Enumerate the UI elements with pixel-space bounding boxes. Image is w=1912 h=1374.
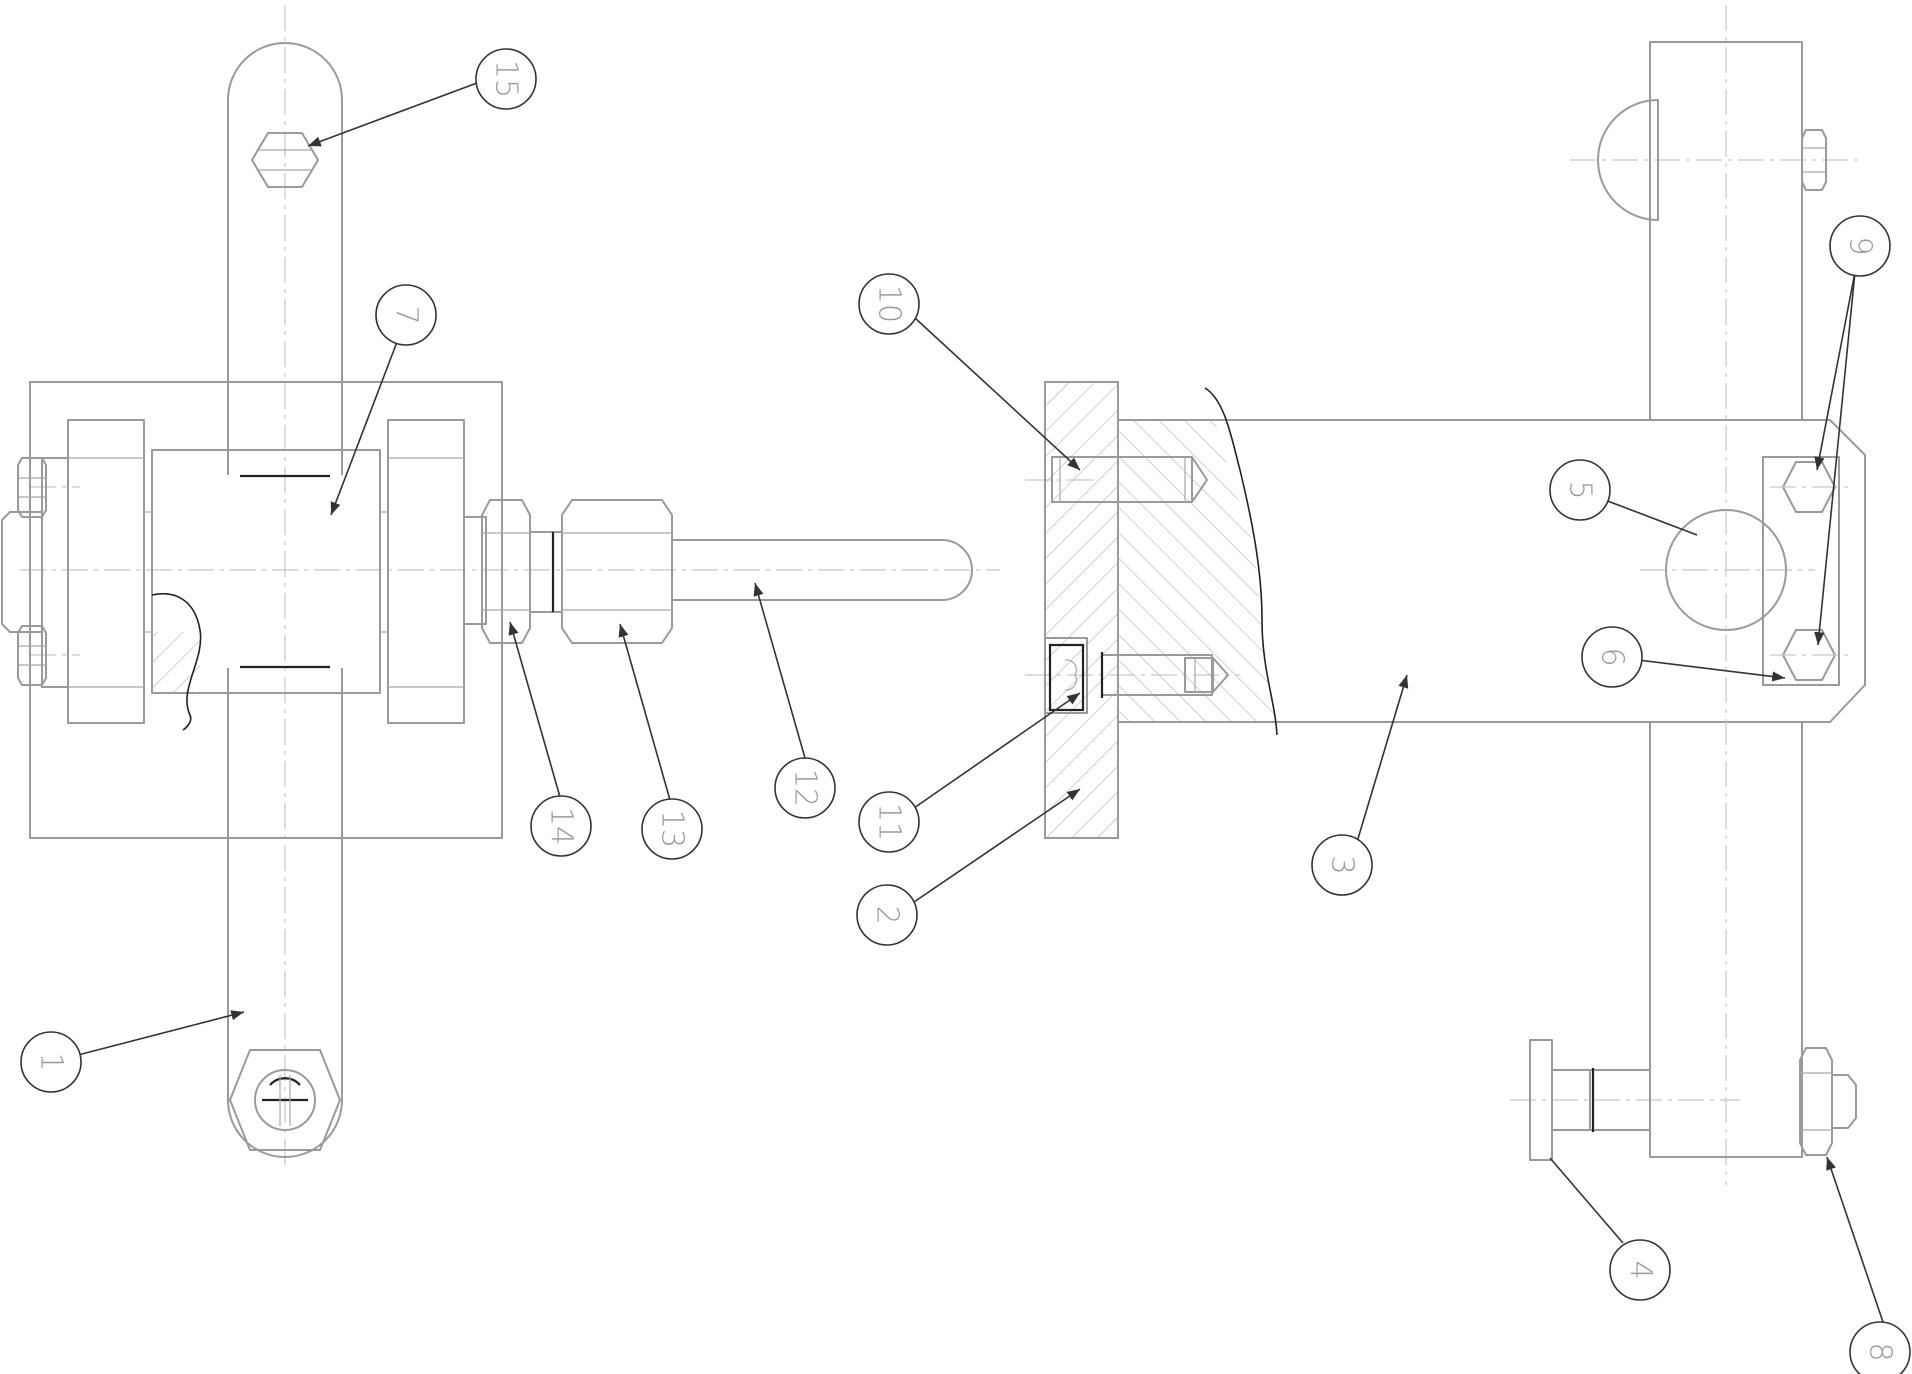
balloon-11: 11 xyxy=(858,791,920,853)
upright-upper xyxy=(1649,41,1803,420)
flange-plate xyxy=(1044,381,1119,839)
balloon-label: 12 xyxy=(788,769,823,807)
balloon-label: 9 xyxy=(1843,236,1878,255)
body-break-line xyxy=(1204,387,1278,736)
bolt-plate xyxy=(1762,456,1840,686)
left-cap xyxy=(41,457,69,688)
washer xyxy=(529,531,563,613)
left-nut-upper xyxy=(17,457,47,518)
leader-10 xyxy=(914,317,1081,471)
balloon-label: 5 xyxy=(1563,480,1598,499)
balloon-7: 7 xyxy=(375,284,437,346)
handle-top-nut xyxy=(251,132,319,188)
dowel-pin xyxy=(1051,456,1193,503)
break-line xyxy=(151,593,202,731)
handle-eye-hex xyxy=(229,1049,341,1151)
left-view xyxy=(1,5,1000,1165)
leader-9a xyxy=(1814,271,1856,471)
leader-4 xyxy=(1549,1157,1624,1244)
shaft-collar xyxy=(463,516,487,625)
leader-14 xyxy=(508,621,561,798)
left-nut-lower xyxy=(17,625,47,686)
balloon-1: 1 xyxy=(20,1031,82,1093)
balloon-4: 4 xyxy=(1609,1239,1671,1301)
half-round-knob xyxy=(1597,99,1659,221)
leader-8 xyxy=(1826,1156,1884,1323)
leader-15 xyxy=(307,82,478,147)
balloon-15: 15 xyxy=(475,48,537,110)
balloon-label: 4 xyxy=(1623,1260,1658,1279)
pin-head xyxy=(1529,1039,1553,1161)
balloon-9: 9 xyxy=(1829,215,1891,277)
body-section xyxy=(1118,420,1275,722)
leader-12 xyxy=(753,582,806,759)
balloon-6: 6 xyxy=(1581,626,1643,688)
balloon-3: 3 xyxy=(1311,834,1373,896)
leader-5 xyxy=(1604,499,1698,536)
balloon-label: 11 xyxy=(872,803,907,841)
balloon-label: 2 xyxy=(870,905,905,924)
leader-3 xyxy=(1356,674,1409,843)
balloon-2: 2 xyxy=(856,884,918,946)
balloon-label: 1 xyxy=(34,1052,69,1071)
right-view xyxy=(1510,5,1860,1185)
leader-9b xyxy=(1814,271,1856,646)
top-right-nut xyxy=(1801,129,1827,191)
handle-lower xyxy=(227,668,343,1158)
left-end-plug xyxy=(1,511,42,633)
handle-eye xyxy=(254,1069,316,1131)
round-boss xyxy=(1665,509,1787,631)
balloon-label: 7 xyxy=(389,305,424,324)
balloons: 1 2 3 4 5 6 7 8 xyxy=(20,48,1911,1374)
screw-rod xyxy=(672,539,973,601)
main-body xyxy=(1118,419,1866,723)
balloon-label: 3 xyxy=(1325,855,1360,874)
leader-6 xyxy=(1637,659,1786,682)
leader-2 xyxy=(913,788,1081,903)
middle-section-view xyxy=(1025,381,1866,839)
balloon-label: 14 xyxy=(544,807,579,845)
leader-13 xyxy=(618,623,671,801)
balloon-8: 8 xyxy=(1849,1321,1911,1374)
balloon-label: 15 xyxy=(489,60,524,98)
bottom-right-nut xyxy=(1799,1047,1833,1156)
balloon-14: 14 xyxy=(530,795,592,857)
left-side-block xyxy=(67,419,145,724)
balloon-label: 13 xyxy=(655,810,690,848)
lock-nut xyxy=(481,499,531,644)
balloon-5: 5 xyxy=(1549,459,1611,521)
balloon-12: 12 xyxy=(774,757,836,819)
screw-head xyxy=(1044,637,1088,714)
balloon-label: 8 xyxy=(1863,1342,1898,1361)
adjusting-nut xyxy=(561,499,673,644)
leader-lines xyxy=(77,82,1884,1323)
balloon-13: 13 xyxy=(641,798,703,860)
leader-11 xyxy=(913,692,1081,809)
balloon-label: 10 xyxy=(872,285,907,323)
leader-7 xyxy=(330,341,398,516)
leader-1 xyxy=(77,1010,245,1056)
balloon-10: 10 xyxy=(858,273,920,335)
handle-upper xyxy=(227,42,343,475)
upright-lower xyxy=(1649,722,1803,1158)
right-side-block xyxy=(387,419,465,724)
center-body xyxy=(151,449,381,694)
balloon-label: 6 xyxy=(1595,647,1630,666)
